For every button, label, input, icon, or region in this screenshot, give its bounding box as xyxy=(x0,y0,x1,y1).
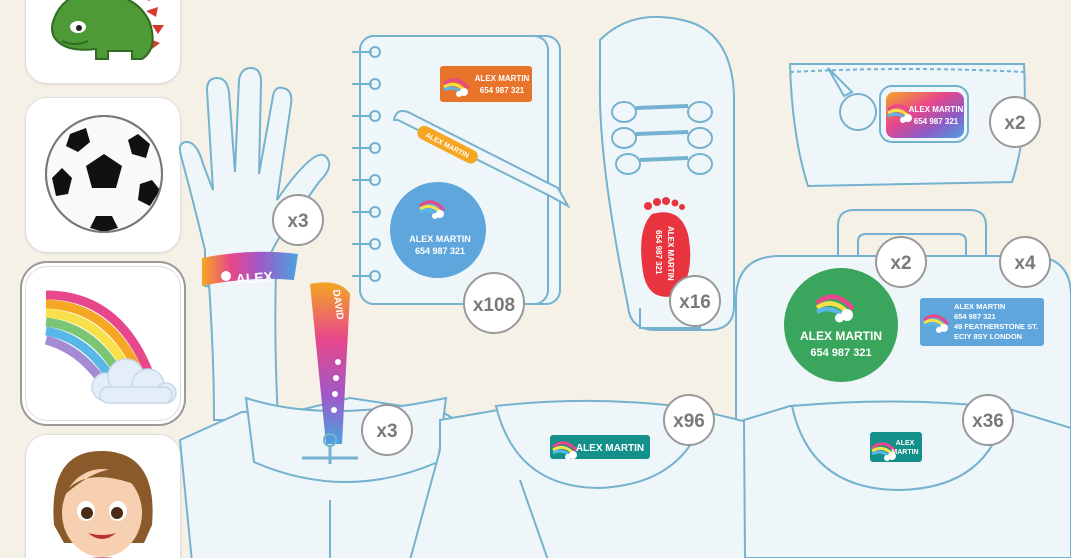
small-label-line1: ALEX xyxy=(896,440,915,447)
small-clothing-label: ALEX MARTIN xyxy=(870,432,922,463)
suitcase-address-quantity: x4 xyxy=(1014,253,1036,274)
shoe-label-name: ALEX MARTIN xyxy=(666,226,675,281)
notebook-illustration xyxy=(359,35,561,305)
strap-label-name: DAVID xyxy=(330,289,345,321)
wristband-name: ALEX xyxy=(235,268,274,287)
dinosaur-icon xyxy=(51,0,164,60)
address-label-line2: ECIY 8SY LONDON xyxy=(954,332,1022,341)
small-label-quantity: x36 xyxy=(972,411,1004,432)
suitcase-address-quantity-badge: x4 xyxy=(999,236,1051,288)
soccer-ball-icon xyxy=(45,115,163,233)
keyring-tag-name: ALEX MARTIN xyxy=(909,105,964,114)
girl-avatar-icon xyxy=(53,450,153,558)
notebook-name-label: ALEX MARTIN 654 987 321 xyxy=(440,66,532,102)
round-label-name: ALEX MARTIN xyxy=(409,234,471,244)
jacket-illustration xyxy=(178,396,514,558)
strap-label: DAVID xyxy=(302,282,358,464)
notebook-label-name: ALEX MARTIN xyxy=(475,74,530,83)
keyring-quantity: x2 xyxy=(1004,113,1025,134)
hand-illustration xyxy=(178,66,331,288)
rainbow-icon xyxy=(44,290,177,404)
keyring-quantity-badge: x2 xyxy=(989,96,1041,148)
design-option-rainbow[interactable] xyxy=(25,266,181,421)
wristband-quantity-badge: x3 xyxy=(272,194,324,246)
round-label-phone: 654 987 321 xyxy=(415,246,465,256)
pencil-label-name: ALEX MARTIN xyxy=(424,132,470,160)
notebook-quantity-badge: x108 xyxy=(463,272,525,334)
design-option-girl-avatar[interactable] xyxy=(25,434,181,558)
iron-on-quantity: x96 xyxy=(673,411,705,432)
address-label-line1: 49 FEATHERSTONE ST. xyxy=(954,322,1038,331)
shirt-illustration xyxy=(409,404,890,558)
suitcase-round-label: ALEX MARTIN 654 987 321 xyxy=(784,268,898,382)
design-option-soccer-ball[interactable] xyxy=(25,97,181,253)
suitcase-illustration xyxy=(735,255,1071,436)
design-option-dinosaur[interactable] xyxy=(25,0,181,84)
keyring-tag: ALEX MARTIN 654 987 321 xyxy=(879,85,969,143)
strap-quantity-badge: x3 xyxy=(361,404,413,456)
strap-quantity: x3 xyxy=(376,421,397,442)
shoe-illustration xyxy=(598,15,735,331)
suitcase-round-quantity-badge: x2 xyxy=(875,236,927,288)
iron-on-label-name: ALEX MARTIN xyxy=(576,443,644,454)
shoe-quantity: x16 xyxy=(679,292,711,313)
notebook-quantity: x108 xyxy=(473,295,515,316)
small-label-line2: MARTIN xyxy=(891,449,918,456)
keyring-tag-phone: 654 987 321 xyxy=(914,117,959,126)
suitcase-round-phone: 654 987 321 xyxy=(810,347,871,359)
wristband-label: ALEX xyxy=(202,251,298,287)
address-label-name: ALEX MARTIN xyxy=(954,302,1005,311)
shoe-footprint-label: ALEX MARTIN 654 987 321 xyxy=(641,197,691,297)
iron-on-quantity-badge: x96 xyxy=(663,394,715,446)
sweater-illustration xyxy=(742,401,1071,558)
address-label-phone: 654 987 321 xyxy=(954,312,996,321)
wristband-quantity: x3 xyxy=(287,211,308,232)
pencil-case-illustration xyxy=(788,63,1026,188)
round-name-label: ALEX MARTIN 654 987 321 xyxy=(390,182,486,278)
shoe-quantity-badge: x16 xyxy=(669,275,721,327)
notebook-label-phone: 654 987 321 xyxy=(480,86,525,95)
suitcase-address-label: ALEX MARTIN 654 987 321 49 FEATHERSTONE … xyxy=(920,298,1044,346)
small-label-quantity-badge: x36 xyxy=(962,394,1014,446)
pencil-name-label: ALEX MARTIN xyxy=(417,125,478,164)
suitcase-round-quantity: x2 xyxy=(890,253,911,274)
suitcase-round-name: ALEX MARTIN xyxy=(800,329,882,343)
iron-on-label: ALEX MARTIN xyxy=(550,435,650,462)
shoe-label-phone: 654 987 321 xyxy=(654,230,663,275)
